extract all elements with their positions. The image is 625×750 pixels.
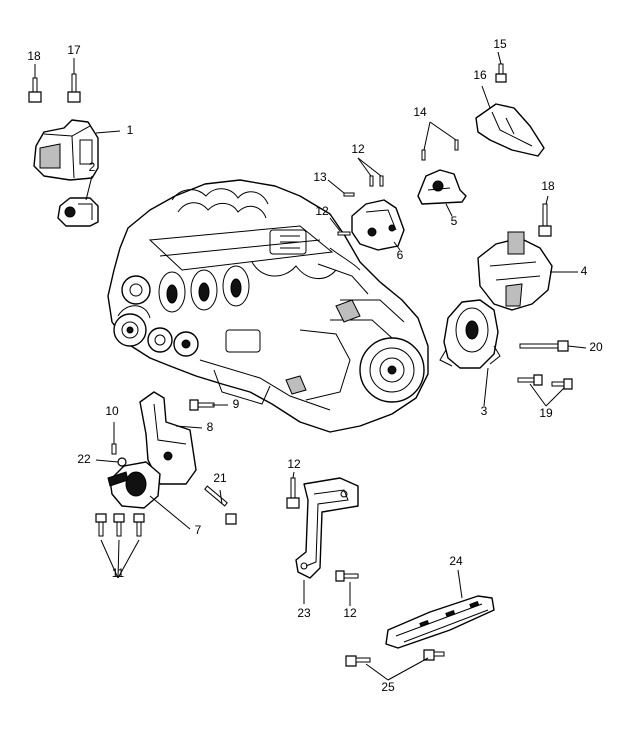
callout-11: 11	[112, 566, 125, 580]
bolt-12-top-b	[379, 175, 384, 187]
callout-12-brace-bottom: 12	[343, 606, 357, 620]
bolt-9	[189, 399, 215, 411]
bolt-20	[519, 340, 569, 352]
callout-18-left: 18	[27, 49, 41, 63]
part-2-bracket	[57, 197, 99, 227]
callout-4: 4	[581, 264, 588, 278]
bolt-13	[343, 192, 355, 197]
bolt-22	[117, 457, 127, 467]
callout-16: 16	[473, 68, 487, 82]
callout-2: 2	[89, 160, 96, 174]
leader-lines	[34, 51, 587, 681]
callout-12-top: 12	[351, 142, 365, 156]
part-4-right-mount	[477, 231, 553, 311]
part-7-mount	[107, 461, 161, 509]
callout-9: 9	[233, 397, 240, 411]
bolt-17	[67, 73, 81, 103]
callout-20: 20	[589, 340, 603, 354]
callout-14: 14	[413, 105, 427, 119]
bolt-19-a	[517, 374, 543, 386]
part-6-bracket	[351, 199, 405, 251]
callout-12-mid: 12	[315, 204, 329, 218]
bolt-18-right	[538, 203, 552, 237]
callout-25: 25	[381, 680, 395, 694]
bolt-12-top-a	[369, 175, 374, 187]
bolt-14-b	[454, 139, 459, 151]
callout-15: 15	[493, 37, 507, 51]
part-3-isolator	[439, 299, 501, 369]
part-23-brace	[295, 477, 359, 579]
callout-1: 1	[127, 123, 134, 137]
bolt-18-top-left	[28, 77, 42, 103]
part-24-crossmember	[385, 595, 495, 649]
bolt-12-mid	[337, 231, 351, 236]
callout-19: 19	[539, 406, 553, 420]
bolt-11-b	[113, 513, 125, 537]
bolt-12-brace-top	[286, 477, 300, 509]
part-16-heat-shield	[475, 103, 545, 157]
callout-21: 21	[213, 471, 227, 485]
bolt-25-a	[345, 655, 371, 667]
callout-10: 10	[105, 404, 119, 418]
callout-12-brace-top: 12	[287, 457, 301, 471]
callout-7: 7	[195, 523, 202, 537]
callout-24: 24	[449, 554, 463, 568]
bolt-19-b	[551, 378, 573, 390]
part-8-bracket	[139, 391, 197, 485]
bolt-25-b	[423, 649, 445, 661]
callout-3: 3	[481, 404, 488, 418]
engine-assembly	[107, 179, 429, 433]
callout-8: 8	[207, 420, 214, 434]
bolt-11-c	[133, 513, 145, 537]
callout-5: 5	[451, 214, 458, 228]
callout-23: 23	[297, 606, 311, 620]
bolt-14-a	[421, 149, 426, 161]
callout-13: 13	[313, 170, 327, 184]
bolt-10	[111, 443, 117, 455]
part-1-engine-mount	[33, 119, 99, 181]
callout-6: 6	[397, 248, 404, 262]
bolt-12-brace-bottom	[335, 570, 359, 582]
bolt-15	[495, 63, 507, 83]
bolt-11-a	[95, 513, 107, 537]
part-5-mount-bracket	[417, 169, 467, 205]
callout-17: 17	[67, 43, 81, 57]
callout-22: 22	[77, 452, 91, 466]
callout-18-right: 18	[541, 179, 555, 193]
callout-labels: 1 2 3 4 5 6 7 8 9 10 11 12 12 12 12 13 1…	[27, 37, 603, 694]
